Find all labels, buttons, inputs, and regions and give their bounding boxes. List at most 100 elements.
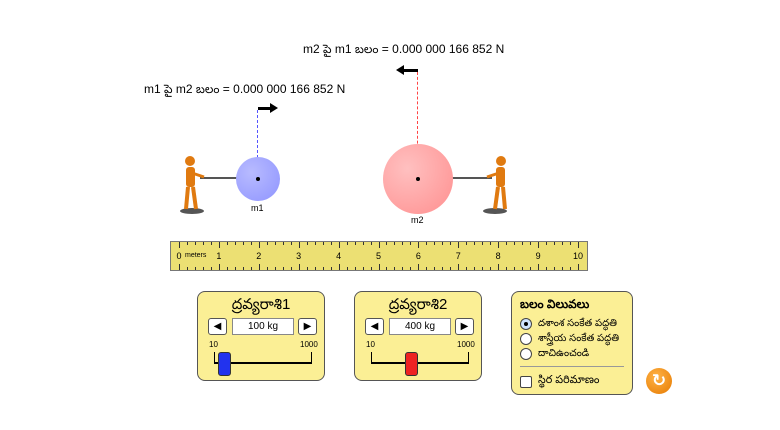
ruler-tick [218,264,220,270]
ruler-tick [226,267,228,270]
force-label-m2: m2 పై m1 బలం = 0.000 000 166 852 N [303,42,505,56]
option-scientific[interactable]: శాస్త్రీయ సంకేత పద్ధతి [520,332,619,346]
rope-left [200,177,240,179]
radio-scientific[interactable] [520,333,532,345]
mass-2-value[interactable]: 400 kg [389,318,451,335]
ruler-tick [330,242,332,245]
center-dot-m2 [416,177,420,181]
mass-1-min: 10 [209,340,218,349]
ruler-tick [506,242,508,245]
ruler-tick [354,242,356,245]
ruler-tick [450,267,452,270]
option-hide[interactable]: దాచిఉంచండి [520,347,589,361]
ruler-label: 5 [375,251,382,261]
force-arrow-m1 [258,103,278,113]
increase-mass-1-button[interactable]: ▶ [298,318,317,335]
mass-2-title: ద్రవ్యరాశి2 [388,296,448,313]
ruler-tick [378,242,380,248]
ruler-tick [442,267,444,270]
center-dot-m1 [256,177,260,181]
ruler-tick [362,242,364,245]
force-values-title: బలం విలువలు [520,297,590,311]
ruler-tick [402,242,404,245]
ruler-tick [522,267,524,270]
reset-button[interactable]: ↻ [646,368,672,394]
ruler-label: 8 [495,251,501,261]
ruler-label: 2 [256,251,262,261]
mass-1-label: m1 [251,203,264,213]
ruler-tick [306,242,308,245]
mass-1-max: 1000 [300,340,318,349]
puller-figure-right [485,155,509,213]
slider-end [468,352,469,363]
divider [520,366,624,367]
ruler-tick [570,267,572,270]
ruler-label: 7 [455,251,461,261]
ruler-tick [250,267,252,270]
ruler-tick [266,267,268,270]
force-label-m1: m1 పై m2 బలం = 0.000 000 166 852 N [144,82,346,96]
ruler-tick [250,242,252,245]
force-arrow-m2 [396,65,418,75]
ruler-tick [466,242,468,245]
ruler-tick [210,267,212,270]
force-line-m2 [417,72,418,178]
ruler-tick [490,267,492,270]
option-decimal[interactable]: దశాంశ సంకేత పద్ధతి [520,317,617,331]
ruler-tick [194,267,196,270]
ruler-tick [546,267,548,270]
ruler-tick [242,242,244,245]
ruler-tick [506,267,508,270]
mass-2-slider-thumb[interactable] [404,352,418,376]
ruler-tick [234,267,236,270]
rope-right [450,177,492,179]
ruler-tick [554,267,556,270]
ruler-tick [314,242,316,245]
ruler-tick [314,267,316,270]
ruler-tick [234,242,236,245]
radio-hide[interactable] [520,348,532,360]
ruler-tick [402,267,404,270]
ruler-tick [354,267,356,270]
ruler-tick [338,242,340,248]
ruler-tick [442,242,444,245]
mass-1-slider-track[interactable] [214,362,312,364]
ruler-tick [498,242,500,248]
ruler-tick [418,264,420,270]
ruler-tick [186,267,188,270]
ruler-tick [202,267,204,270]
decrease-mass-1-button[interactable]: ◀ [208,318,227,335]
constant-size-checkbox[interactable] [520,375,532,388]
ruler-tick [290,242,292,245]
force-line-m1 [257,110,258,178]
person-shadow-right [483,208,507,214]
decrease-mass-2-button[interactable]: ◀ [365,318,384,335]
ruler-tick [514,242,516,245]
mass-2-min: 10 [366,340,375,349]
mass-1-panel: ద్రవ్యరాశి1 ◀ 100 kg ▶ 10 1000 [197,291,325,381]
ruler-tick [338,264,340,270]
ruler-tick [562,267,564,270]
radio-decimal[interactable] [520,318,532,330]
mass-1-value[interactable]: 100 kg [232,318,294,335]
ruler-tick [562,242,564,245]
ruler-tick [370,242,372,245]
option-label: శాస్త్రీయ సంకేత పద్ధతి [538,333,620,344]
ruler-tick [578,264,579,270]
mass-2-slider-track[interactable] [371,362,469,364]
constant-size-option[interactable]: స్థిర పరిమాణం [520,374,599,389]
ruler-tick [474,267,476,270]
ruler-tick [498,264,500,270]
ruler-tick [218,242,220,248]
mass-1-slider-thumb[interactable] [217,352,231,376]
ruler-tick [186,242,188,245]
ruler-tick [346,267,348,270]
ruler-tick [530,242,532,245]
puller-figure-left [182,155,206,213]
ruler-tick [514,267,516,270]
mass-2-label: m2 [411,215,424,225]
ruler-tick [482,242,484,245]
ruler-tick [482,267,484,270]
increase-mass-2-button[interactable]: ▶ [455,318,474,335]
